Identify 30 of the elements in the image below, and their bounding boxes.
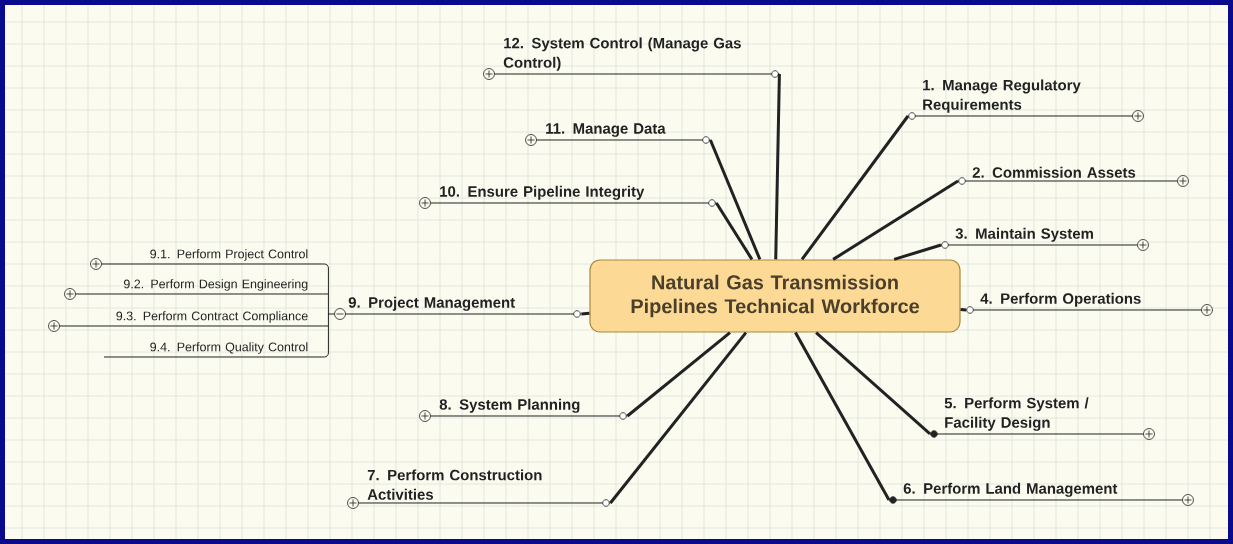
spoke-line <box>774 73 781 260</box>
topic-label: 6. Perform Land Management <box>888 482 1189 504</box>
spoke-line <box>715 202 754 261</box>
topic-label: 3. Maintain System <box>940 227 1144 249</box>
spoke-line <box>609 331 748 504</box>
topic-label: 7. Perform Construction Activities <box>352 469 611 507</box>
spoke-line <box>794 331 891 501</box>
spoke-line <box>893 243 942 261</box>
subtopic-label: 9.2. Perform Design Engineering <box>69 279 323 295</box>
subtopic-label: 9.3. Perform Contract Compliance <box>53 311 323 327</box>
spoke-line <box>626 331 731 418</box>
subtopic-label: 9.1. Perform Project Control <box>95 249 323 265</box>
bracket-line <box>321 263 335 358</box>
spoke-line <box>709 139 762 260</box>
topic-label: 2. Commission Assets <box>957 166 1184 185</box>
spoke-line <box>815 331 931 436</box>
topic-label: 8. System Planning <box>424 398 628 420</box>
topic-label: 4. Perform Operations <box>965 292 1208 314</box>
topic-label: 10. Ensure Pipeline Integrity <box>424 185 717 207</box>
topic-label: 12. System Control (Manage Gas Control) <box>488 37 780 78</box>
topic-label: 11. Manage Data <box>530 123 711 144</box>
topic-label: 9. Project Management <box>333 296 582 320</box>
spoke-line <box>960 308 967 312</box>
topic-label: 1. Manage Regulatory Requirements <box>907 79 1139 120</box>
spoke-line <box>800 115 910 261</box>
spoke-line <box>581 311 590 316</box>
central-topic-box: Natural Gas Transmission Pipelines Technical Workforce <box>589 259 961 333</box>
spoke-line <box>832 179 959 261</box>
topic-label: 5. Perform System / Facility Design <box>929 397 1150 438</box>
subtopic-label: 9.4. Perform Quality Control <box>103 342 323 358</box>
